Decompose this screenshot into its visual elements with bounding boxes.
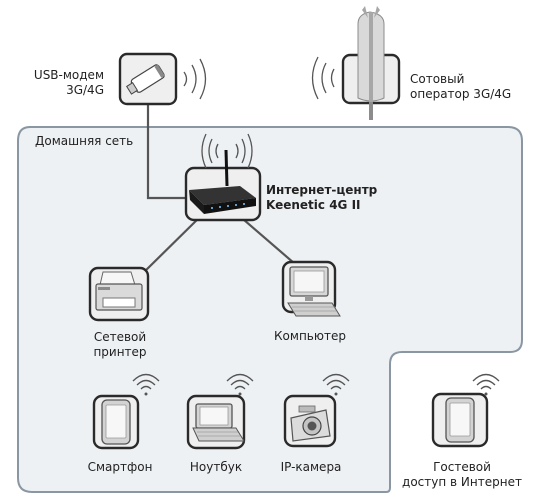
- guest-access-label: Гостевой доступ в Интернет: [400, 460, 524, 490]
- printer-icon: [88, 266, 150, 322]
- router-icon: [184, 149, 262, 222]
- ip-camera-icon: [283, 394, 337, 448]
- tower-signal-waves: [311, 56, 335, 100]
- link-router-computer: [235, 212, 303, 271]
- router-label-line2: Keenetic 4G II: [266, 198, 361, 212]
- laptop-label: Ноутбук: [189, 460, 243, 474]
- usb-modem-label-line2: 3G/4G: [66, 83, 104, 97]
- guest-smartphone-icon: [431, 392, 489, 448]
- computer-icon: [281, 260, 341, 317]
- guest-access-label-line1: Гостевой: [433, 460, 491, 474]
- laptop-icon: [186, 394, 246, 450]
- smartphone-label: Смартфон: [87, 460, 153, 474]
- cell-operator-label-line1: Сотовый: [410, 72, 465, 86]
- cell-operator-label: Сотовый оператор 3G/4G: [410, 72, 511, 102]
- printer-label-line1: Сетевой: [93, 330, 147, 344]
- computer-label: Компьютер: [274, 329, 346, 343]
- smartphone-wifi-icon: [132, 373, 160, 396]
- usb-modem-label-line1: USB-модем: [33, 68, 104, 82]
- router-label-line1: Интернет-центр: [266, 183, 378, 197]
- home-network-zone: [17, 126, 523, 493]
- laptop-wifi-icon: [226, 373, 254, 396]
- modem-signal-waves: [183, 58, 207, 100]
- printer-label-line2: принтер: [93, 345, 147, 359]
- ip-camera-label: IP-камера: [280, 460, 342, 474]
- home-network-label: Домашняя сеть: [35, 134, 134, 148]
- link-modem-router: [146, 96, 192, 200]
- router-signal-waves: [201, 133, 253, 169]
- guest-access-label-line2: доступ в Интернет: [402, 475, 522, 489]
- cell-operator-label-line2: оператор 3G/4G: [410, 87, 512, 101]
- router-label: Интернет-центр Keenetic 4G II: [266, 183, 377, 213]
- ip-camera-wifi-icon: [322, 373, 350, 396]
- smartphone-icon: [92, 394, 140, 450]
- cell-tower-icon: [341, 6, 401, 120]
- guest-wifi-icon: [472, 373, 500, 396]
- usb-modem-icon: [118, 52, 178, 106]
- printer-label: Сетевой принтер: [80, 330, 160, 360]
- link-router-printer: [139, 212, 205, 277]
- usb-modem-label: USB-модем 3G/4G: [30, 68, 104, 98]
